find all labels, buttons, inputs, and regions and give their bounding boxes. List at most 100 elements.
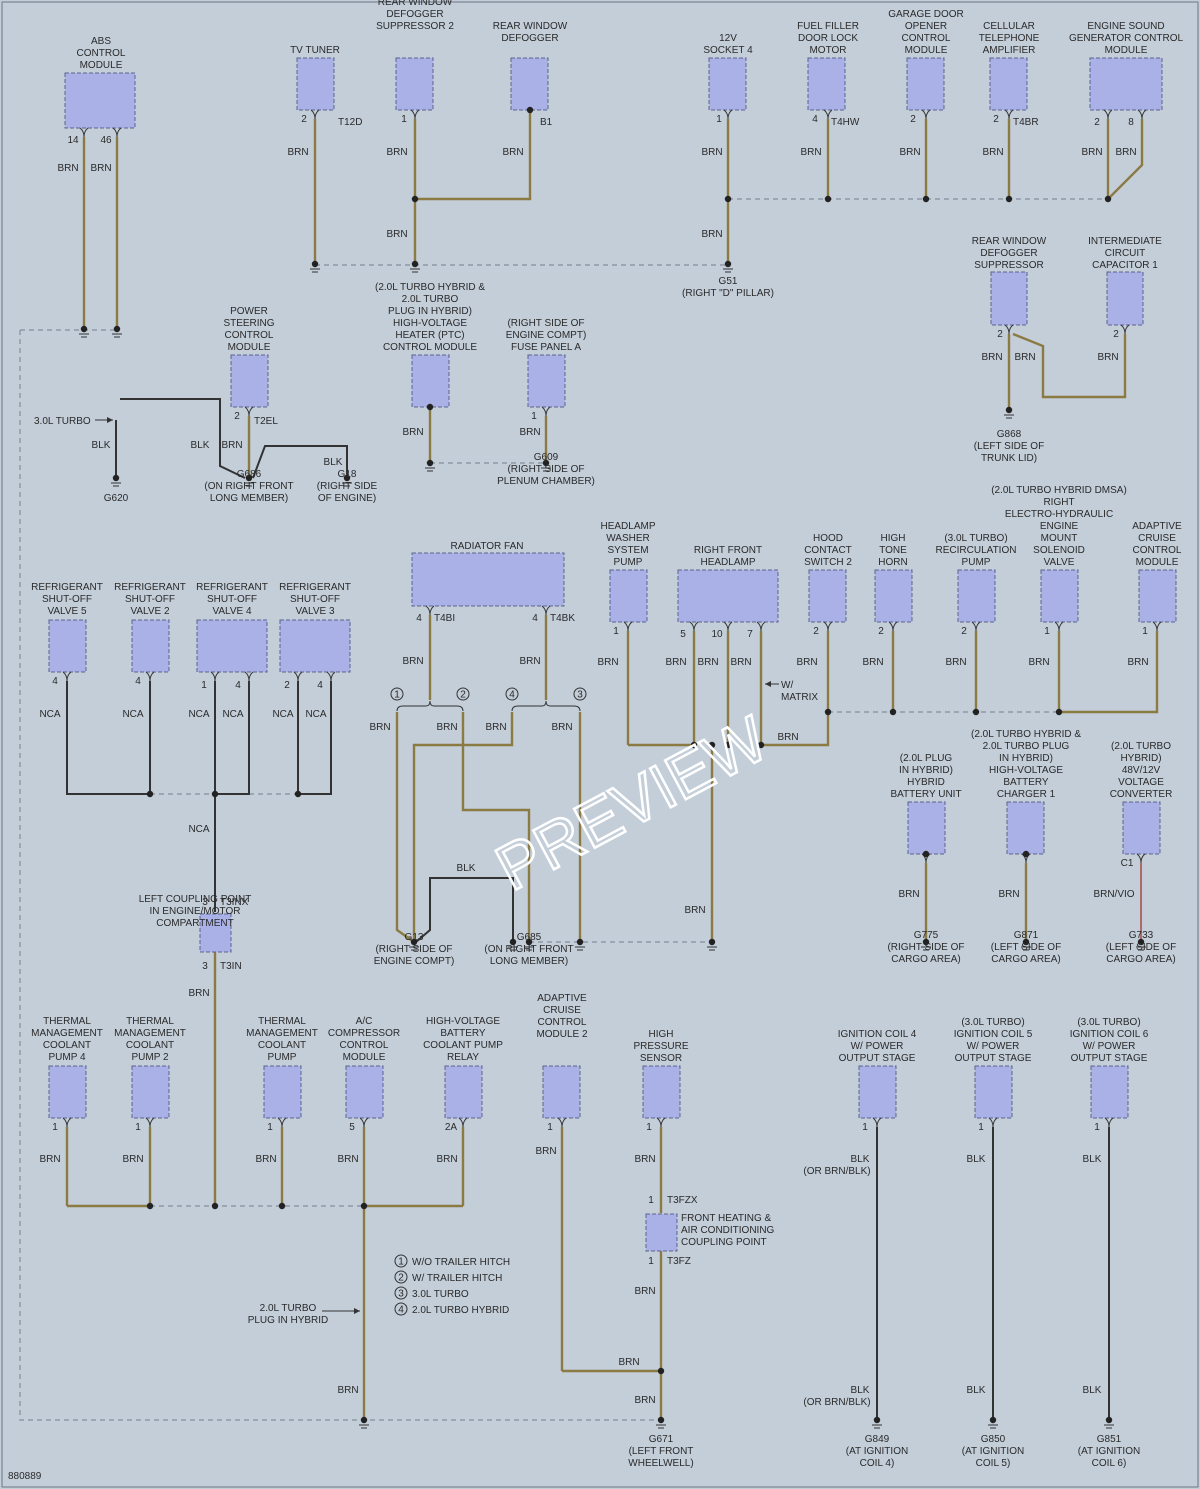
tv-tuner-pin [310, 109, 320, 120]
g733-label: (LEFT SIDE OF [1106, 942, 1176, 953]
abs-pin [79, 127, 89, 138]
hv-relay-pin-number: 2A [445, 1122, 458, 1133]
wire-color-label: BRN [701, 147, 722, 158]
hood-sw-pin-number: 2 [813, 626, 819, 637]
garage-label: GARAGE DOOR [888, 9, 964, 20]
horn-pin-number: 2 [878, 626, 884, 637]
hv-charger-label: (2.0L TURBO HYBRID & [971, 729, 1081, 740]
hp-sensor-label: SENSOR [640, 1053, 682, 1064]
wire-color-label: BRN [122, 1154, 143, 1165]
ptc-label: PLUG IN HYBRID) [388, 306, 472, 317]
rf-headlamp-pin [723, 621, 733, 632]
wire-color-label: BLK [851, 1385, 870, 1396]
coil5-pin [988, 1117, 998, 1128]
tm-pump2-label: THERMAL [126, 1016, 174, 1027]
tm-pump4-label: THERMAL [43, 1016, 91, 1027]
horn-module [874, 569, 913, 623]
abs-pin-number: 14 [67, 135, 79, 146]
ps-blk-wire [120, 398, 246, 479]
ps-module-label: STEERING [223, 318, 274, 329]
hvac-coupling-pin: 1 [648, 1195, 654, 1206]
wire-color-label: BRN/VIO [1093, 889, 1134, 900]
wire-color-label: BRN [287, 147, 308, 158]
hyb-batt-label: IN HYBRID) [899, 765, 953, 776]
abs-label: ABS [91, 36, 111, 47]
rad-fan-pin [425, 605, 435, 616]
junction-dot [1104, 195, 1112, 203]
hv-charger-label: BATTERY [1003, 777, 1049, 788]
coil4-ground [873, 1416, 881, 1424]
g775-label: CARGO AREA) [891, 954, 960, 965]
hv-charger-label: CHARGER 1 [997, 789, 1056, 800]
acc-label: CRUISE [1138, 533, 1176, 544]
hyb-batt-pin [922, 850, 930, 858]
hyb-batt-label: HYBRID [907, 777, 945, 788]
garage-label: CONTROL [902, 33, 951, 44]
wire-color-label: BRN [337, 1154, 358, 1165]
legend-marker-number: 3 [398, 1289, 404, 1300]
wire-color-label: BRN [618, 1357, 639, 1368]
wire-color-label: BRN [998, 889, 1019, 900]
g849-label: G849 [865, 1434, 890, 1445]
fuel-door-label: FUEL FILLER [797, 21, 859, 32]
ptc-label: HEATER (PTC) [395, 330, 464, 341]
g13-label: ENGINE COMPT) [374, 956, 455, 967]
g18-wire [252, 445, 348, 479]
int-cap-label: CIRCUIT [1105, 248, 1146, 259]
junction-dot [972, 708, 980, 716]
wire-color-label: BRN [369, 722, 390, 733]
junction-dot [411, 195, 419, 203]
rf-headlamp-pin-number: 10 [711, 629, 723, 640]
ref3-label: SHUT-OFF [290, 594, 340, 605]
g849-label: COIL 4) [860, 1458, 895, 1469]
wire-color-label: BRN [697, 657, 718, 668]
g850-label: COIL 5) [976, 1458, 1011, 1469]
ps-module-module [230, 354, 269, 408]
wire-color-label: BLK [92, 440, 111, 451]
wire-color-label: NCA [222, 709, 243, 720]
left-coupling-connector: T3IN [220, 961, 242, 972]
ref2-pin-number: 4 [135, 676, 141, 687]
ref4-pin [244, 671, 254, 682]
g871-ground [1022, 938, 1030, 946]
matrix-note: MATRIX [781, 692, 818, 703]
g733-label: CARGO AREA) [1106, 954, 1175, 965]
pih-note: PLUG IN HYBRID [248, 1315, 329, 1326]
g685-label: (ON RIGHT FRONT [484, 944, 573, 955]
hood-sw-pin [823, 621, 833, 632]
turbo30-arrow-head [107, 417, 113, 423]
g868-ground [1005, 406, 1013, 414]
garage-pin [921, 109, 931, 120]
abs-pin [112, 127, 122, 138]
ref4-module [196, 619, 268, 673]
junction-dots [62, 106, 1162, 1429]
wire-color-label: BRN [485, 722, 506, 733]
junction-dot [657, 1367, 665, 1375]
tm-pump-pin-number: 1 [267, 1122, 273, 1133]
tm-pump2-label: COOLANT [126, 1040, 174, 1051]
preview-watermark: PREVIEW [484, 702, 779, 904]
junction-dot [690, 741, 698, 749]
ground-symbol [360, 1416, 368, 1424]
g686-ground [245, 474, 253, 482]
g51-ground [724, 260, 732, 268]
matrix-note: W/ [781, 680, 793, 691]
rwd-sup2-label: SUPPRESSOR 2 [376, 21, 454, 32]
rad-fan-module [411, 552, 565, 607]
g13-label: (RIGHT SIDE OF [375, 944, 452, 955]
ref4-label: REFRIGERANT [196, 582, 268, 593]
rf-headlamp-label: RIGHT FRONT [694, 545, 762, 556]
ps-module-label: CONTROL [225, 330, 274, 341]
ref3-pin [293, 671, 303, 682]
fuel-door-pin [823, 109, 833, 120]
ptc-label: CONTROL MODULE [383, 342, 477, 353]
ac-comp-label: A/C [356, 1016, 373, 1027]
fan-ground-wire [461, 712, 531, 942]
garage-label: MODULE [905, 45, 948, 56]
g671-label: G671 [649, 1434, 674, 1445]
tv-tuner-module [296, 57, 335, 111]
wire-color-label: BRN [777, 732, 798, 743]
components [48, 57, 1177, 1252]
